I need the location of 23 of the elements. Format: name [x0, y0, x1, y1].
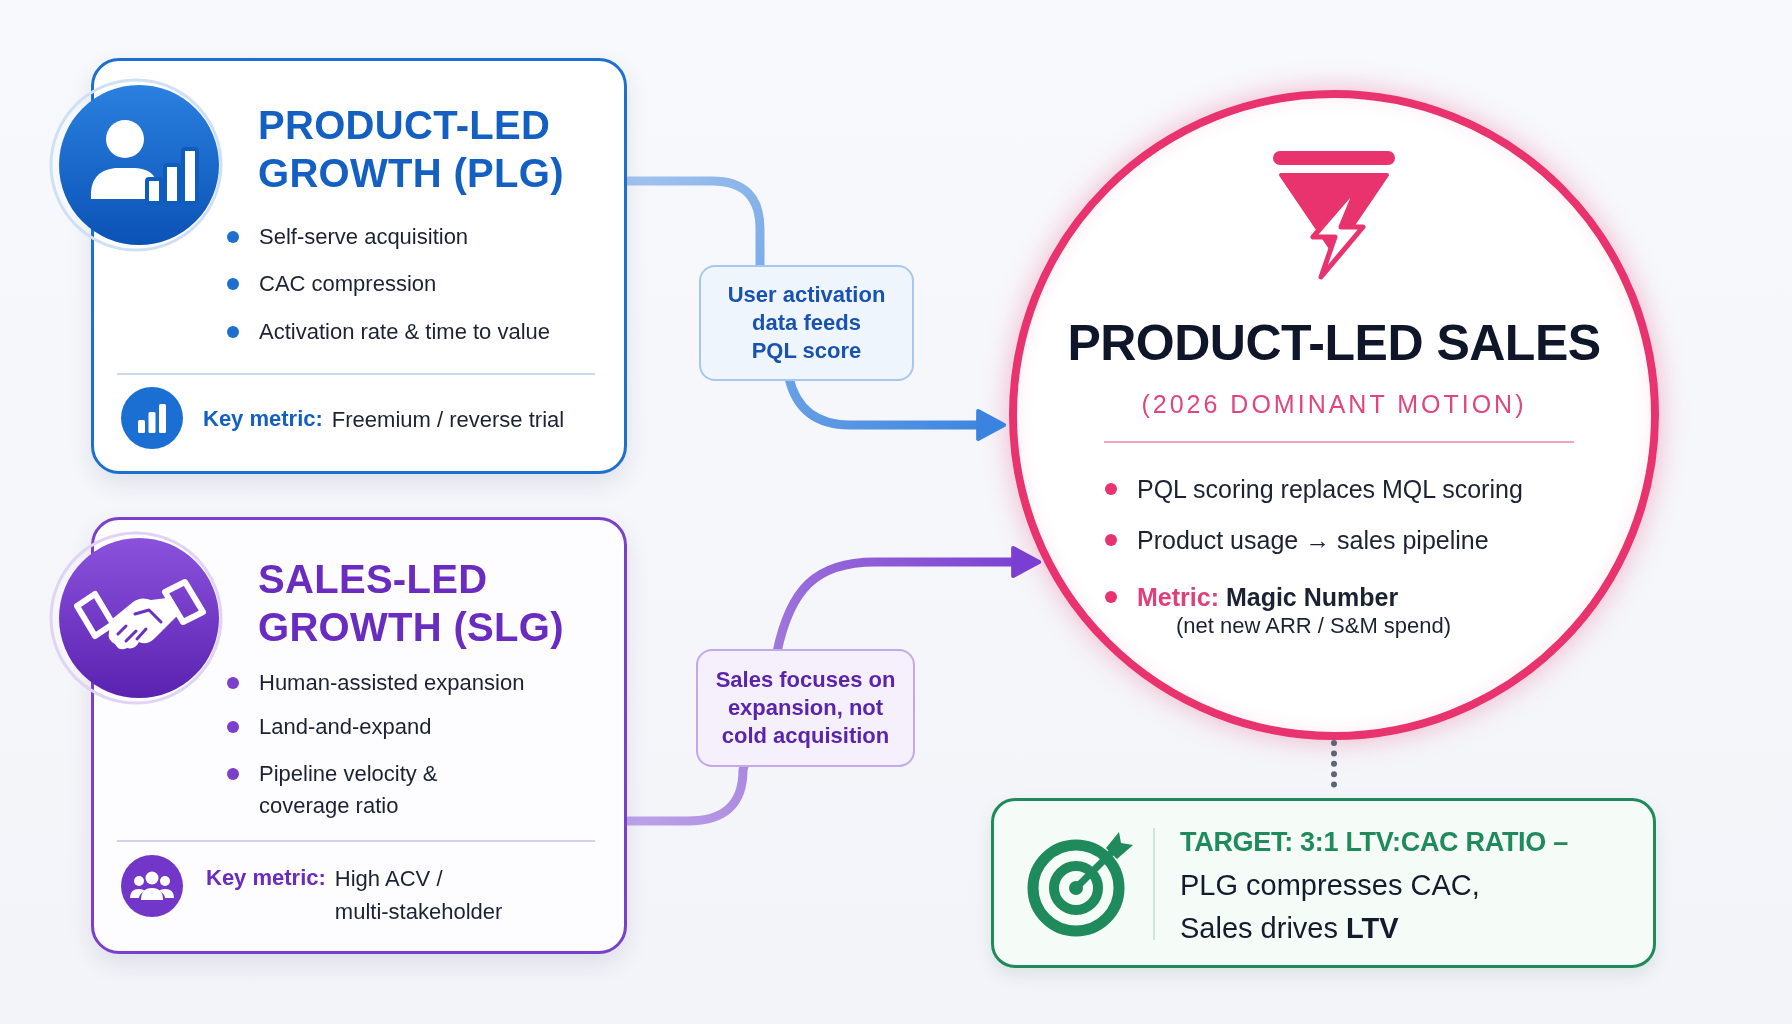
metric-note: (net new ARR / S&M spend)	[1176, 613, 1452, 639]
callout-box	[991, 798, 1656, 968]
circle-title: PRODUCT-LED SALES	[1067, 314, 1601, 373]
card-title: PRODUCT-LED GROWTH (PLG)	[258, 102, 565, 197]
bullet-text: Land-and-expand	[259, 713, 432, 741]
bullet-text: Activation rate & time to value	[259, 318, 551, 346]
key-metric-value: Freemium / reverse trial	[331, 406, 565, 434]
key-metric-label: Key metric:	[203, 405, 323, 433]
key-metric-value: High ACV / multi-stakeholder	[334, 865, 504, 926]
circle-subtitle: (2026 DOMINANT MOTION)	[1141, 389, 1527, 420]
bullet-text: Pipeline velocity & coverage ratio	[259, 760, 439, 820]
metric-text: Metric: Magic Number	[1137, 582, 1399, 612]
bullet-text: Product usage → sales pipeline	[1137, 525, 1489, 556]
bullet-text: Human-assisted expansion	[259, 669, 525, 697]
target-heading: TARGET: 3:1 LTV:CAC RATIO –	[1180, 826, 1568, 858]
edge-label: Sales focuses on expansion, not cold acquisition	[696, 649, 915, 767]
bullet-text: CAC compression	[259, 270, 437, 298]
card-title: SALES-LED GROWTH (SLG)	[258, 556, 565, 651]
key-metric-label: Key metric:	[206, 864, 326, 892]
target-text: PLG compresses CAC, Sales drives LTV	[1180, 868, 1481, 946]
bullet-text: PQL scoring replaces MQL scoring	[1137, 474, 1523, 505]
bullet-text: Self-serve acquisition	[259, 223, 469, 251]
edge-label: User activation data feeds PQL score	[699, 265, 914, 381]
